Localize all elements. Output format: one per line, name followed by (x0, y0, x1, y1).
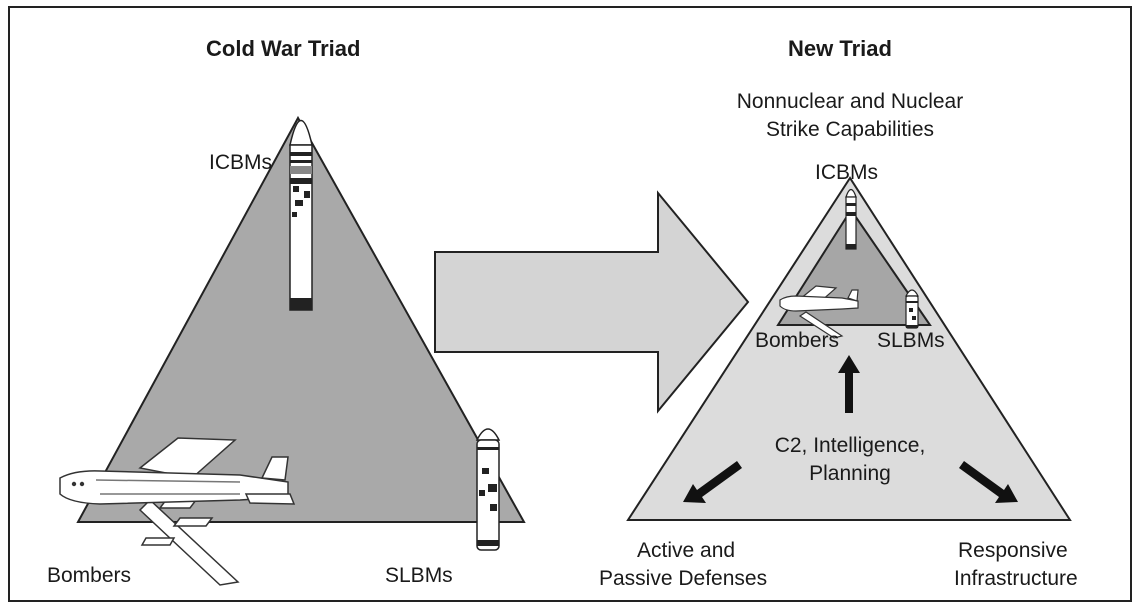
c2-intelligence-label-line2: Planning (809, 462, 891, 485)
cold-war-triangle (76, 115, 526, 523)
small-slbm-icon (905, 289, 919, 329)
bomber-aircraft-icon (59, 437, 296, 586)
new-triad-outer-triangle (626, 176, 1072, 521)
responsive-infrastructure-label-line2: Infrastructure (954, 567, 1078, 590)
slbms-label-left: SLBMs (385, 564, 453, 587)
small-bomber-icon (779, 285, 859, 339)
cold-war-triad-title: Cold War Triad (206, 36, 361, 61)
small-icbm-icon (845, 188, 857, 250)
new-triad-subtitle-line1: Nonnuclear and Nuclear (736, 90, 964, 113)
bombers-label-left: Bombers (47, 564, 132, 587)
active-defenses-label-line1: Active and (637, 539, 736, 562)
bombers-label-right: Bombers (755, 329, 840, 352)
slbm-missile-icon (475, 428, 501, 551)
icbm-missile-icon (289, 120, 313, 311)
arrow-up-icon (838, 355, 860, 413)
icbms-label-left: ICBMs (209, 151, 272, 174)
new-triad-title: New Triad (788, 36, 892, 61)
slbms-label-right: SLBMs (877, 329, 945, 352)
arrow-down-left-icon (683, 461, 742, 503)
c2-intelligence-label-line1: C2, Intelligence, (774, 434, 926, 457)
responsive-infrastructure-label-line1: Responsive (958, 539, 1068, 562)
new-triad-subtitle-line2: Strike Capabilities (765, 118, 935, 141)
transition-arrow-icon (434, 190, 750, 414)
active-defenses-label-line2: Passive Defenses (599, 567, 768, 590)
arrow-down-right-icon (959, 461, 1018, 503)
icbms-label-right: ICBMs (815, 161, 878, 184)
diagram-frame (8, 6, 1132, 602)
